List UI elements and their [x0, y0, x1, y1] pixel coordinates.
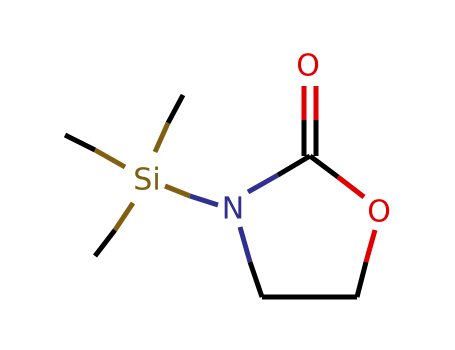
- atom-label-carbonyl-oxygen: O: [296, 49, 320, 84]
- bond-carbonyl-ring-o-o-half: [336, 175, 366, 199]
- bond-ring-o-ch2-o-half: [363, 229, 378, 263]
- bond-si-methyl-bottom-si-half: [112, 201, 136, 232]
- bond-n-carbonyl-c-half: [276, 153, 312, 178]
- bond-si-methyl-top-si-half: [152, 121, 171, 154]
- trimethylsilyl-group: [63, 93, 219, 258]
- atom-label-silicon: Si: [133, 163, 160, 198]
- atom-label-ring-oxygen: O: [367, 195, 391, 230]
- bond-carbonyl-ring-o-c-half: [308, 154, 340, 179]
- bond-ch2-n-c-half: [247, 261, 265, 298]
- bond-ring-o-ch2-c-half: [354, 261, 369, 298]
- atom-label-nitrogen: N: [222, 192, 244, 227]
- bond-ch2-n-n-half: [237, 226, 253, 263]
- bond-n-carbonyl-n-half: [246, 172, 280, 195]
- bond-si-methyl-bottom: [93, 228, 117, 258]
- bond-si-methyl-left-si-half: [93, 147, 127, 170]
- oxazolidinone-ring: [237, 86, 378, 300]
- bond-si-methyl-top: [165, 93, 186, 125]
- bond-si-methyl-left: [63, 132, 97, 153]
- bond-si-n-si-half: [164, 183, 191, 199]
- bond-si-n-n-half: [189, 193, 219, 208]
